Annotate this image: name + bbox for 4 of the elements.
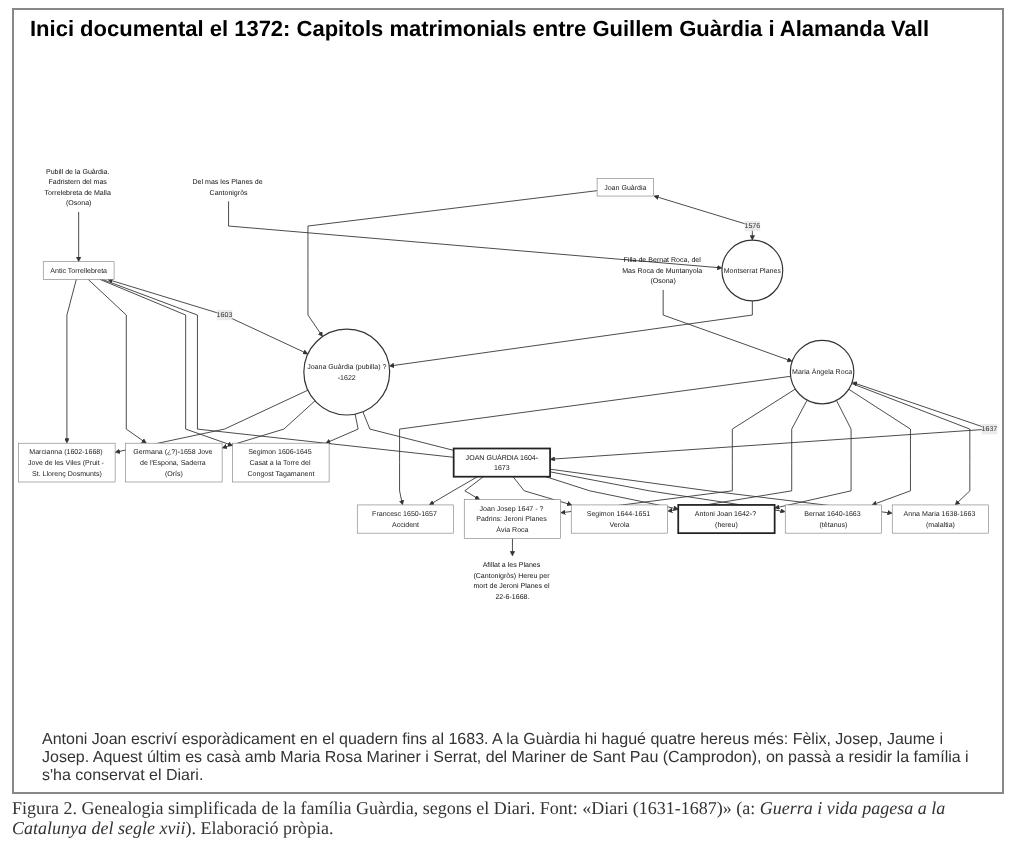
connector [362,411,455,451]
note-text: Antoni Joan escriví esporàdicament en el quadern fins al 1683. A la Guàrdia hi hagué quatre hereus més: Fèlix, Josep, Jaume i Josep. Aquest últim es casà amb Maria Rosa Mariner i Serrat, del Mariner de Sant Pau (Camprodon), on passà a residir la família i s'ha conservat el Diari. [40,728,971,788]
title: Inici documental el 1372: Capitols matrimonials entre Guillem Guàrdia i Alamanda Vall [28,16,932,42]
caption: Figura 2. Genealogia simplificada de la família Guàrdia, segons el Diari. Font: «Diari (1631-1687)» (a: Guerra i vida pagesa a la Catalunya del segle xvii). Elaboració pròpia. [10,798,948,842]
